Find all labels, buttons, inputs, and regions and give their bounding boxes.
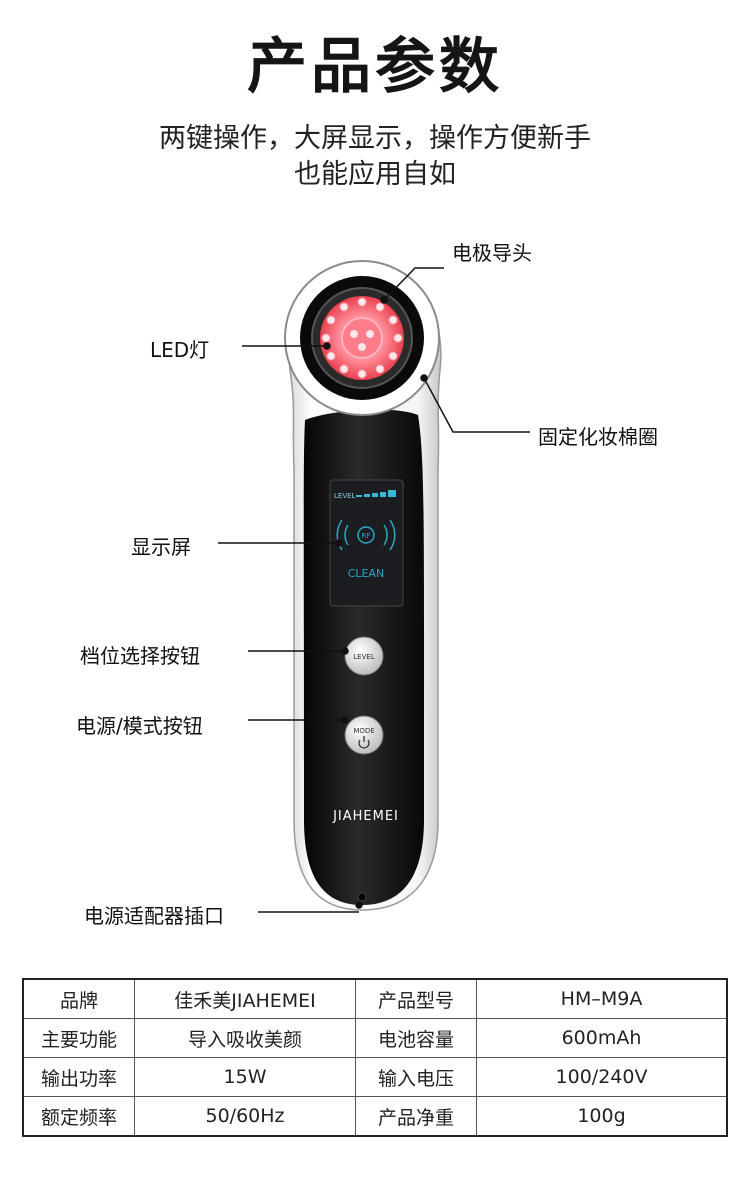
page-title: 产品参数 <box>247 32 503 102</box>
callout-led: LED灯 <box>150 338 210 362</box>
mode-button <box>344 715 384 755</box>
mode-button-label: MODE <box>353 727 374 735</box>
spec-key: 输出功率 <box>22 1057 135 1097</box>
table-row: 主要功能 导入吸收美颜 电池容量 600mAh <box>22 1018 728 1058</box>
callout-electrode: 电极导头 <box>452 241 532 265</box>
screen-level-bars <box>356 490 396 497</box>
screen-level-text: LEVEL <box>334 492 356 500</box>
spec-value: 100/240V <box>476 1057 728 1097</box>
level-button <box>344 636 384 676</box>
spec-value: 50/60Hz <box>134 1096 356 1137</box>
callout-power: 电源/模式按钮 <box>76 714 203 738</box>
callout-screen: 显示屏 <box>131 535 191 559</box>
device-brand: JIAHEMEI <box>332 809 399 824</box>
spec-value: 600mAh <box>476 1018 728 1058</box>
callout-level: 档位选择按钮 <box>80 644 200 668</box>
spec-value: HM–M9A <box>476 978 728 1019</box>
callout-port: 电源适配器插口 <box>84 904 224 928</box>
spec-key: 产品净重 <box>355 1096 477 1137</box>
spec-value: 导入吸收美颜 <box>134 1018 356 1058</box>
screen-rf-text: RF <box>362 532 371 540</box>
callout-line-electrode <box>383 267 444 301</box>
electrode-head <box>341 317 383 359</box>
spec-key: 额定频率 <box>22 1096 135 1137</box>
power-icon <box>358 736 370 749</box>
spec-table: 品牌 佳禾美JIAHEMEI 产品型号 HM–M9A 主要功能 导入吸收美颜 电… <box>22 978 728 1137</box>
screen-mode-text: CLEAN <box>348 567 385 580</box>
spec-key: 产品型号 <box>355 978 477 1019</box>
table-row: 品牌 佳禾美JIAHEMEI 产品型号 HM–M9A <box>22 978 728 1019</box>
subtitle-line-2: 也能应用自如 <box>294 159 456 190</box>
device-illustration: LEVEL RF CLEAN LEVEL MODE JIAHEMEI <box>218 260 530 913</box>
spec-value: 佳禾美JIAHEMEI <box>134 978 356 1019</box>
spec-key: 主要功能 <box>22 1018 135 1058</box>
callout-ring: 固定化妆棉圈 <box>538 425 658 449</box>
subtitle-line-1: 两键操作，大屏显示，操作方便新手 <box>159 123 591 154</box>
charging-port <box>357 892 367 902</box>
spec-key: 输入电压 <box>355 1057 477 1097</box>
screen-rf-waves <box>336 519 396 551</box>
table-row: 额定频率 50/60Hz 产品净重 100g <box>22 1096 728 1137</box>
level-button-label: LEVEL <box>353 653 375 661</box>
spec-value: 100g <box>476 1096 728 1137</box>
table-row: 输出功率 15W 输入电压 100/240V <box>22 1057 728 1097</box>
callout-line-ring <box>423 377 530 433</box>
spec-key: 电池容量 <box>355 1018 477 1058</box>
spec-value: 15W <box>134 1057 356 1097</box>
spec-key: 品牌 <box>22 978 135 1019</box>
